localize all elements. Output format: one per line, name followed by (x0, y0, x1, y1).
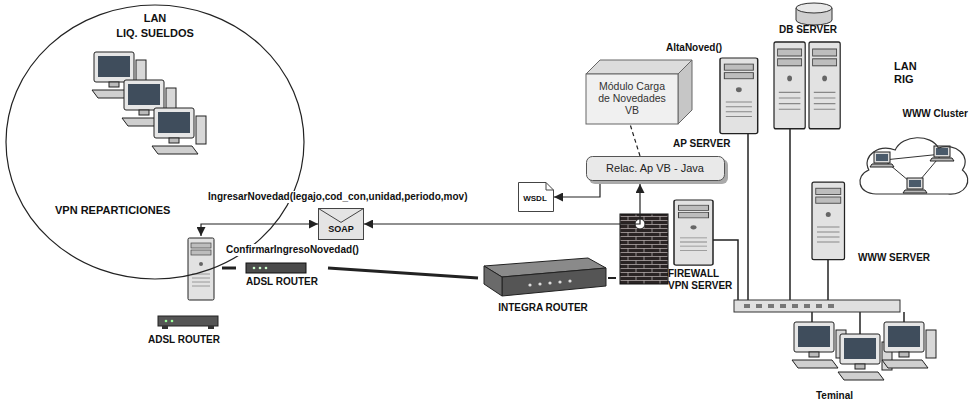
process-box: Relac. Ap VB - Java (586, 156, 728, 184)
router-icon (484, 258, 606, 296)
workstation-icon (882, 322, 936, 368)
wsdl-document: WSDL (518, 182, 554, 212)
www-cluster-shape (852, 108, 972, 204)
connector (201, 224, 318, 236)
laptop-icon (930, 146, 954, 161)
node-label: VPN REPARTICIONES (55, 204, 170, 217)
box-top (586, 60, 692, 74)
network-switch (734, 300, 900, 312)
node-label: Teminal (816, 390, 853, 402)
node-label: FIREWALL VPN SERVER (668, 268, 734, 292)
envelope-flap (319, 209, 364, 223)
box-outline (587, 157, 725, 181)
message-label: ConfirmarIngresoNovedad() (224, 244, 361, 256)
www-server: WWW SERVER (808, 180, 936, 268)
node-label: SOAP (328, 224, 354, 234)
node-label: WSDL (523, 194, 547, 203)
message-label: IngresarNovedad(legajo,cod_con,unidad,pe… (206, 191, 469, 203)
router-icon (246, 263, 306, 273)
server-icon (812, 182, 845, 260)
message-label: AltaNoved() (664, 42, 724, 54)
envelope-body (319, 209, 364, 240)
cloud-outline (860, 138, 968, 194)
db-server: DB SERVER (770, 24, 846, 130)
adsl-router: ADSL ROUTER (236, 260, 328, 294)
workstation-icon (792, 322, 846, 368)
laptop-icon (903, 178, 927, 193)
router-icon (158, 316, 218, 329)
connector (328, 268, 478, 278)
workstation-icon (152, 108, 206, 154)
database-cylinder (796, 3, 832, 25)
message-label: LAN RIG (892, 60, 926, 86)
region-outline (6, 5, 304, 279)
document-outline (519, 183, 554, 212)
node-label: Relac. Ap VB - Java (606, 162, 704, 175)
firewall-server: FIREWALL VPN SERVER (616, 196, 738, 298)
lan-wiring (713, 129, 904, 334)
node-label: LAN (144, 12, 167, 25)
node-label: INTEGRA ROUTER (498, 302, 588, 314)
connector (222, 267, 236, 270)
adsl-router-pc: ADSL ROUTER (146, 236, 222, 348)
node-label: WWW Cluster (902, 108, 968, 120)
node-label: Módulo Carga de Novedades VB (594, 80, 670, 116)
ap-server: AP SERVER (672, 56, 760, 152)
connector (630, 124, 640, 156)
box-front (586, 74, 678, 124)
node-label: ADSL ROUTER (246, 276, 318, 288)
www-cluster: WWW Cluster (852, 108, 972, 204)
integra-router: INTEGRA ROUTER (478, 256, 608, 318)
connector (554, 184, 600, 197)
server-icon (720, 58, 758, 134)
server-icon (809, 42, 840, 129)
box-side (678, 60, 692, 124)
lan-region-shape (5, 4, 305, 280)
module-box: Módulo Carga de Novedades VB (586, 60, 692, 124)
node-label: LIQ. SUELDOS (116, 27, 194, 40)
server-icon (774, 42, 805, 129)
node-label: DB SERVER (779, 24, 837, 36)
node-label: AP SERVER (673, 138, 730, 150)
lan-region: LAN LIQ. SUELDOS VPN REPARTICIONES (5, 4, 305, 280)
laptop-icon (870, 152, 894, 167)
document-fold (546, 183, 554, 191)
node-label: ADSL ROUTER (148, 334, 220, 346)
terminal-group: Teminal (782, 316, 932, 404)
soap-envelope: SOAP (318, 208, 364, 240)
connector (364, 184, 640, 224)
server-icon (674, 200, 713, 265)
node-label: WWW SERVER (858, 252, 930, 264)
connector (608, 277, 616, 279)
